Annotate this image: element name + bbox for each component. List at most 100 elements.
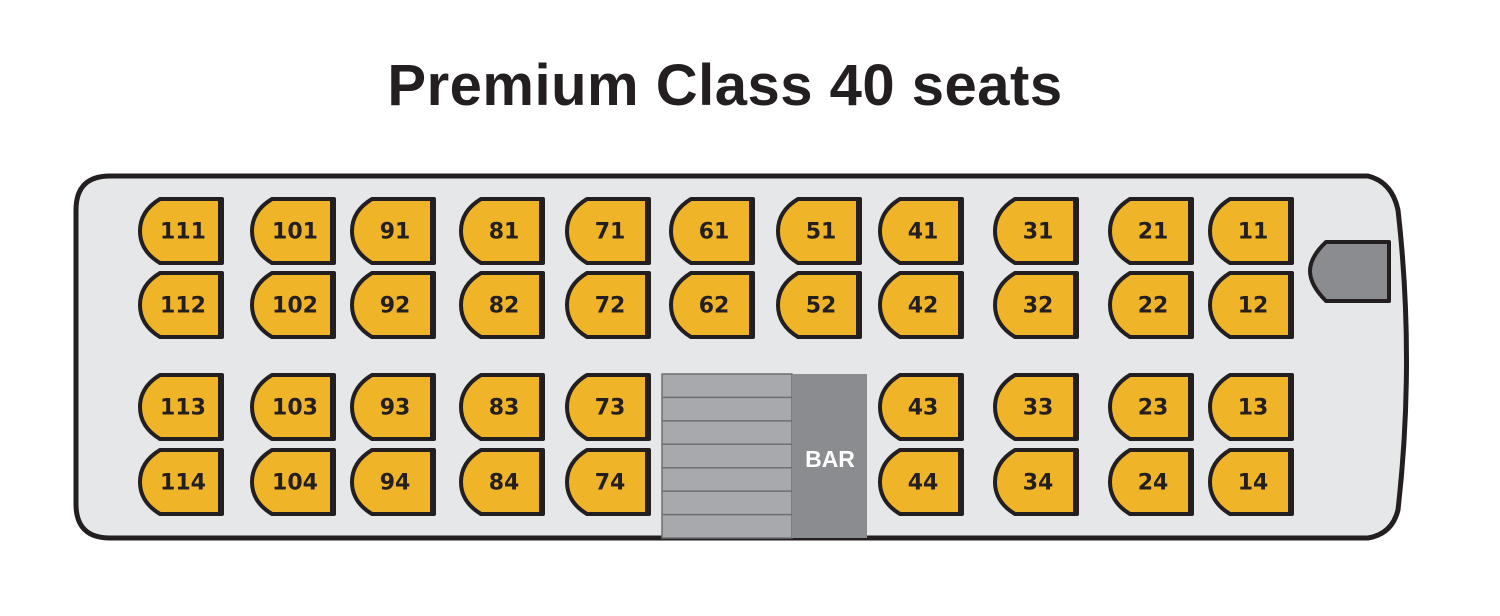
seat-shape <box>250 373 336 441</box>
seat-82[interactable]: 82 <box>459 271 545 339</box>
seat-back <box>1188 199 1194 263</box>
seat-number: 41 <box>908 220 939 245</box>
seat-92[interactable]: 92 <box>350 271 436 339</box>
seat-71[interactable]: 71 <box>565 197 651 265</box>
seat-shape <box>250 448 336 516</box>
seat-number: 44 <box>908 471 939 496</box>
seat-shape <box>993 448 1079 516</box>
seat-number: 61 <box>699 220 730 245</box>
seat-shape <box>138 197 224 265</box>
seat-shape <box>878 197 964 265</box>
seat-shape <box>138 271 224 339</box>
seat-back <box>218 199 224 263</box>
seat-94[interactable]: 94 <box>350 448 436 516</box>
seat-21[interactable]: 21 <box>1108 197 1194 265</box>
seat-41[interactable]: 41 <box>878 197 964 265</box>
seat-113[interactable]: 113 <box>138 373 224 441</box>
seat-shape <box>878 448 964 516</box>
seat-back <box>1073 375 1079 439</box>
seat-number: 92 <box>380 294 411 319</box>
seat-32[interactable]: 32 <box>993 271 1079 339</box>
seat-14[interactable]: 14 <box>1208 448 1294 516</box>
seat-101[interactable]: 101 <box>250 197 336 265</box>
seat-shape <box>1208 373 1294 441</box>
seat-93[interactable]: 93 <box>350 373 436 441</box>
seat-number: 62 <box>699 294 730 319</box>
seat-back <box>218 375 224 439</box>
seat-back <box>1188 375 1194 439</box>
seat-number: 81 <box>489 220 520 245</box>
seat-shape <box>669 271 755 339</box>
seat-72[interactable]: 72 <box>565 271 651 339</box>
seat-74[interactable]: 74 <box>565 448 651 516</box>
seat-back <box>539 450 545 514</box>
seat-83[interactable]: 83 <box>459 373 545 441</box>
seat-back <box>430 199 436 263</box>
seat-12[interactable]: 12 <box>1208 271 1294 339</box>
seat-104[interactable]: 104 <box>250 448 336 516</box>
seat-shape <box>459 271 545 339</box>
bus-body <box>73 173 1409 541</box>
seat-51[interactable]: 51 <box>776 197 862 265</box>
seat-13[interactable]: 13 <box>1208 373 1294 441</box>
seat-84[interactable]: 84 <box>459 448 545 516</box>
seat-back <box>430 375 436 439</box>
seat-back <box>645 375 651 439</box>
seat-back <box>539 273 545 337</box>
seat-shape <box>565 373 651 441</box>
seat-73[interactable]: 73 <box>565 373 651 441</box>
seat-33[interactable]: 33 <box>993 373 1079 441</box>
seat-back <box>1073 450 1079 514</box>
seat-43[interactable]: 43 <box>878 373 964 441</box>
seat-back <box>958 199 964 263</box>
seat-shape <box>565 448 651 516</box>
seat-number: 33 <box>1023 396 1054 421</box>
seat-back <box>1188 450 1194 514</box>
seat-61[interactable]: 61 <box>669 197 755 265</box>
seat-number: 91 <box>380 220 411 245</box>
seat-number: 31 <box>1023 220 1054 245</box>
seat-back <box>1288 199 1294 263</box>
seat-number: 23 <box>1138 396 1169 421</box>
seat-back <box>749 199 755 263</box>
seat-24[interactable]: 24 <box>1108 448 1194 516</box>
seat-23[interactable]: 23 <box>1108 373 1194 441</box>
seat-52[interactable]: 52 <box>776 271 862 339</box>
seat-112[interactable]: 112 <box>138 271 224 339</box>
seat-44[interactable]: 44 <box>878 448 964 516</box>
seat-back <box>430 450 436 514</box>
seat-number: 13 <box>1238 396 1269 421</box>
seat-91[interactable]: 91 <box>350 197 436 265</box>
seat-back <box>1073 199 1079 263</box>
seat-number: 84 <box>489 471 520 496</box>
seat-number: 14 <box>1238 471 1269 496</box>
seat-11[interactable]: 11 <box>1208 197 1294 265</box>
seat-102[interactable]: 102 <box>250 271 336 339</box>
seat-62[interactable]: 62 <box>669 271 755 339</box>
seat-number: 73 <box>595 396 626 421</box>
seat-number: 112 <box>160 294 206 319</box>
seat-number: 24 <box>1138 471 1169 496</box>
seat-111[interactable]: 111 <box>138 197 224 265</box>
seat-22[interactable]: 22 <box>1108 271 1194 339</box>
seat-42[interactable]: 42 <box>878 271 964 339</box>
seat-number: 12 <box>1238 294 1269 319</box>
seat-103[interactable]: 103 <box>250 373 336 441</box>
seat-back <box>1288 375 1294 439</box>
seat-number: 21 <box>1138 220 1169 245</box>
seat-number: 42 <box>908 294 939 319</box>
seat-number: 93 <box>380 396 411 421</box>
seat-31[interactable]: 31 <box>993 197 1079 265</box>
seat-back <box>645 199 651 263</box>
seat-shape <box>1108 271 1194 339</box>
seat-114[interactable]: 114 <box>138 448 224 516</box>
seat-number: 101 <box>272 220 318 245</box>
seat-81[interactable]: 81 <box>459 197 545 265</box>
seat-number: 71 <box>595 220 626 245</box>
seat-number: 104 <box>272 471 318 496</box>
seat-shape <box>350 373 436 441</box>
seat-34[interactable]: 34 <box>993 448 1079 516</box>
seat-shape <box>350 448 436 516</box>
seat-number: 22 <box>1138 294 1169 319</box>
seat-number: 52 <box>806 294 837 319</box>
